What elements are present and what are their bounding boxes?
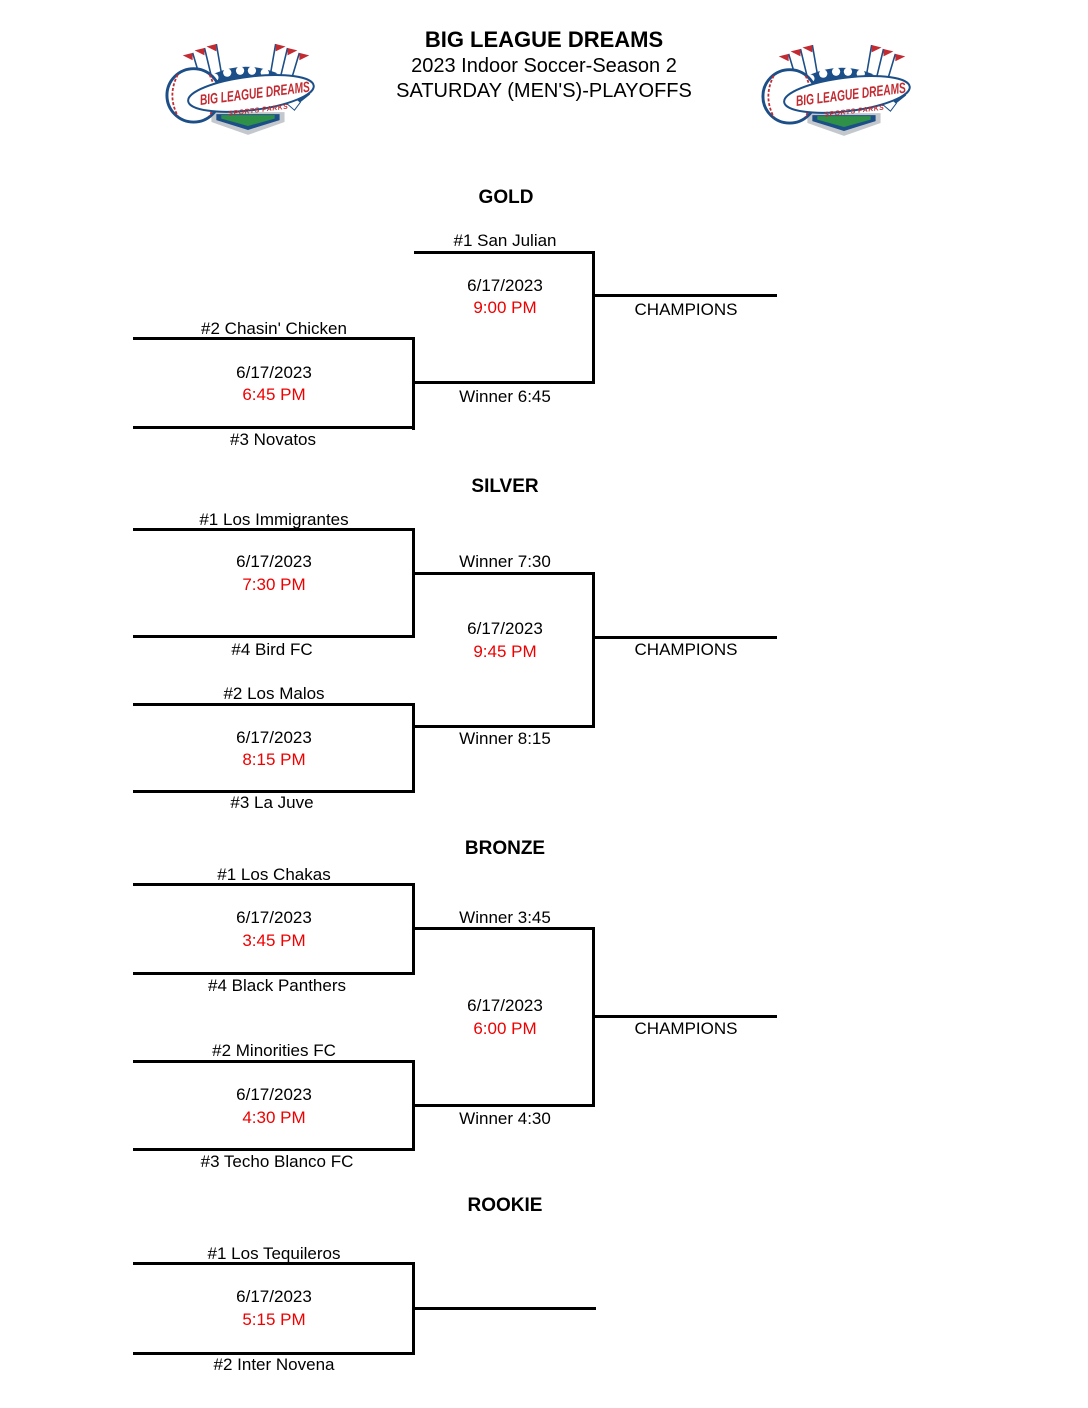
gold-seed1-team: #1 San Julian bbox=[453, 231, 557, 250]
silver-match1-date: 6/17/2023 bbox=[236, 552, 312, 571]
silver-title: SILVER bbox=[471, 476, 539, 497]
bracket-line bbox=[412, 927, 595, 930]
bracket-line bbox=[414, 251, 595, 254]
bracket-line bbox=[595, 636, 777, 639]
gold-title: GOLD bbox=[478, 187, 534, 208]
bracket-line bbox=[133, 635, 415, 638]
gold-winner-label: Winner 6:45 bbox=[459, 387, 551, 406]
bronze-match2-bottom-team: #3 Techo Blanco FC bbox=[200, 1152, 354, 1171]
silver-match2-date: 6/17/2023 bbox=[236, 728, 312, 747]
rookie-match1-top-team: #1 Los Tequileros bbox=[207, 1244, 341, 1263]
bronze-winner1-label: Winner 3:45 bbox=[459, 908, 551, 927]
bronze-title: BRONZE bbox=[464, 838, 546, 859]
bracket-line bbox=[595, 294, 777, 297]
rookie-match1-time: 5:15 PM bbox=[242, 1310, 306, 1329]
bracket-line bbox=[592, 927, 595, 1107]
silver-match1-bottom-team: #4 Bird FC bbox=[231, 640, 313, 659]
page-subtitle: 2023 Indoor Soccer-Season 2 bbox=[411, 55, 677, 77]
bracket-line bbox=[133, 426, 415, 429]
silver-winner2-label: Winner 8:15 bbox=[459, 729, 551, 748]
bronze-final-time: 6:00 PM bbox=[473, 1019, 537, 1038]
silver-final-time: 9:45 PM bbox=[473, 642, 537, 661]
rookie-title: ROOKIE bbox=[467, 1195, 543, 1216]
bracket-line bbox=[595, 1015, 777, 1018]
rookie-match1-date: 6/17/2023 bbox=[236, 1287, 312, 1306]
gold-match1-date: 6/17/2023 bbox=[236, 363, 312, 382]
silver-final-date: 6/17/2023 bbox=[467, 619, 543, 638]
bronze-match2-top-team: #2 Minorities FC bbox=[212, 1041, 336, 1060]
bracket-line bbox=[412, 572, 595, 575]
bracket-line bbox=[412, 703, 415, 793]
bracket-line bbox=[133, 703, 415, 706]
bracket-line bbox=[412, 725, 595, 728]
gold-seed2-team: #2 Chasin' Chicken bbox=[201, 319, 347, 338]
bronze-winner2-label: Winner 4:30 bbox=[459, 1109, 551, 1128]
page-title: BIG LEAGUE DREAMS bbox=[424, 27, 664, 52]
bronze-match2-date: 6/17/2023 bbox=[236, 1085, 312, 1104]
rookie-match1-bottom-team: #2 Inter Novena bbox=[213, 1355, 335, 1374]
gold-match1-time: 6:45 PM bbox=[242, 385, 306, 404]
bracket-line bbox=[133, 1262, 415, 1265]
bronze-match1-bottom-team: #4 Black Panthers bbox=[208, 976, 346, 995]
silver-match1-time: 7:30 PM bbox=[242, 575, 306, 594]
bracket-line bbox=[133, 1060, 415, 1063]
bracket-line bbox=[412, 1104, 595, 1107]
gold-champions-label: CHAMPIONS bbox=[634, 300, 738, 319]
silver-match2-top-team: #2 Los Malos bbox=[223, 684, 325, 703]
page-playoffs-line: SATURDAY (MEN'S)-PLAYOFFS bbox=[396, 80, 692, 102]
silver-champions-label: CHAMPIONS bbox=[634, 640, 738, 659]
bracket-line bbox=[133, 1352, 415, 1355]
bracket-line bbox=[412, 528, 415, 638]
silver-winner1-label: Winner 7:30 bbox=[459, 552, 551, 571]
bracket-line bbox=[133, 972, 415, 975]
bracket-line bbox=[412, 381, 595, 384]
silver-match2-bottom-team: #3 La Juve bbox=[230, 793, 314, 812]
bracket-line bbox=[133, 528, 415, 531]
bracket-line bbox=[133, 790, 415, 793]
gold-seed3-team: #3 Novatos bbox=[230, 430, 316, 449]
bronze-match1-top-team: #1 Los Chakas bbox=[217, 865, 331, 884]
bronze-match2-time: 4:30 PM bbox=[242, 1108, 306, 1127]
bracket-line bbox=[133, 1148, 415, 1151]
bracket-line bbox=[133, 337, 415, 340]
bronze-final-date: 6/17/2023 bbox=[467, 996, 543, 1015]
bracket-line bbox=[412, 1307, 596, 1310]
bracket-line bbox=[592, 572, 595, 728]
bracket-line bbox=[592, 251, 595, 384]
silver-match1-top-team: #1 Los Immigrantes bbox=[199, 510, 349, 529]
gold-final-date: 6/17/2023 bbox=[467, 276, 543, 295]
gold-final-time: 9:00 PM bbox=[473, 298, 537, 317]
bracket-line bbox=[133, 883, 415, 886]
silver-match2-time: 8:15 PM bbox=[242, 750, 306, 769]
bronze-champions-label: CHAMPIONS bbox=[634, 1019, 738, 1038]
bronze-match1-date: 6/17/2023 bbox=[236, 908, 312, 927]
bronze-match1-time: 3:45 PM bbox=[242, 931, 306, 950]
